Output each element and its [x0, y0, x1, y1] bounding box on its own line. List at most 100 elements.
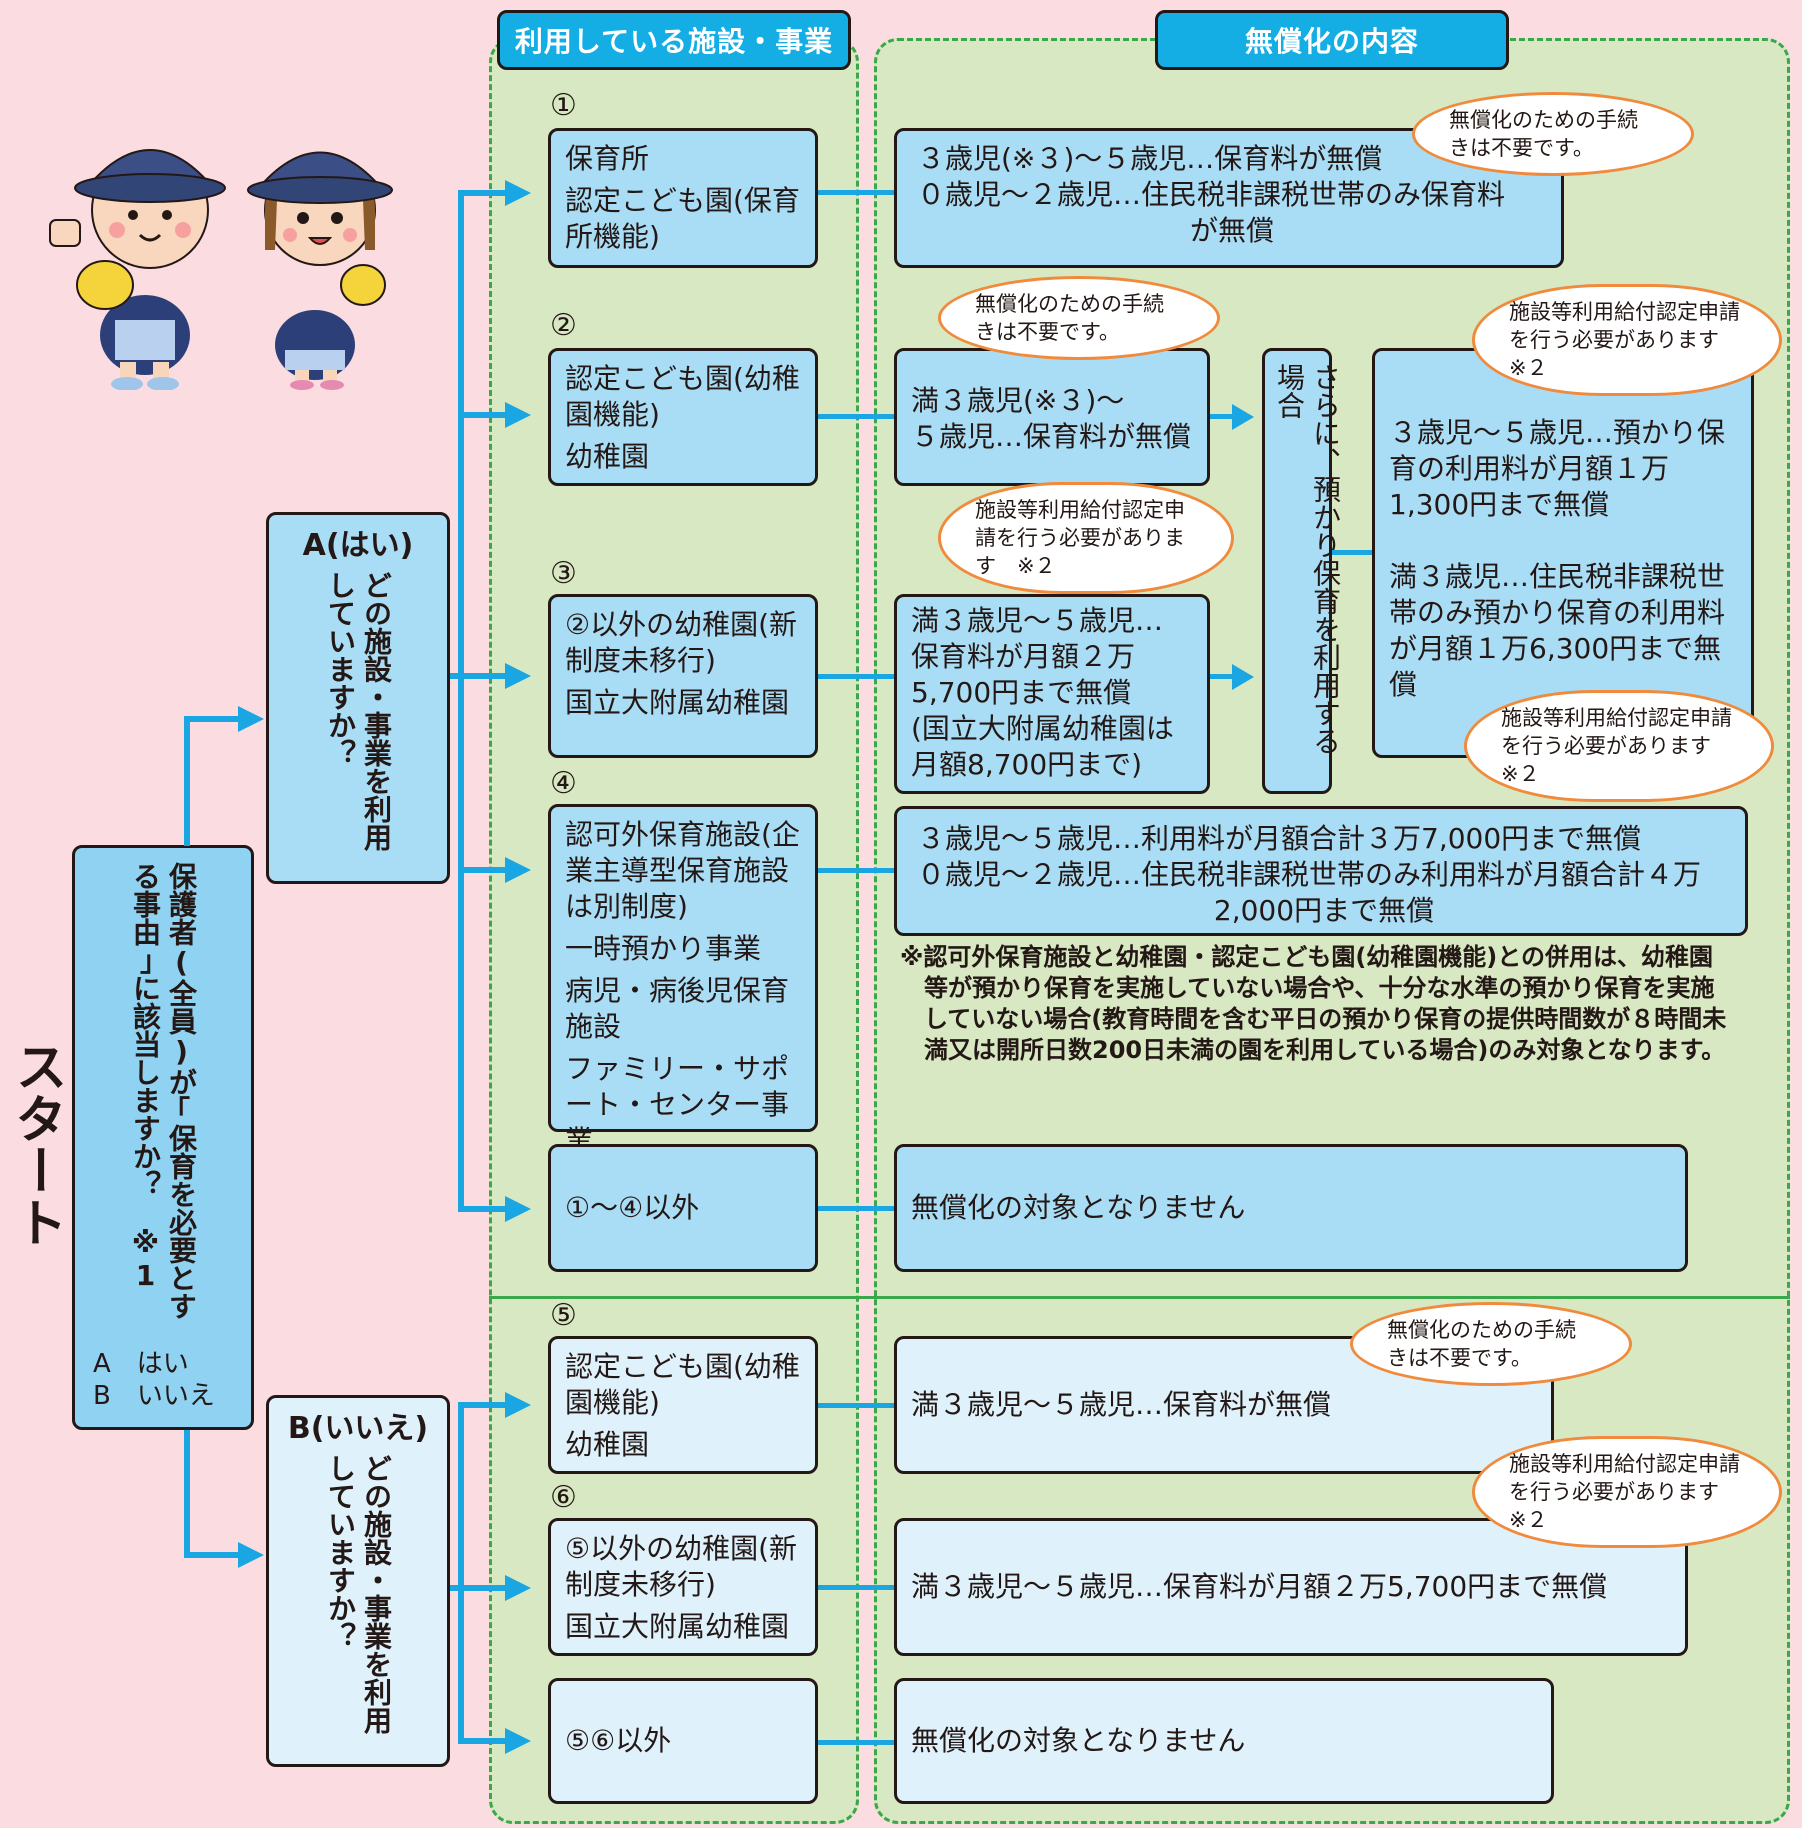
facility-box-other-b: ⑤⑥以外	[548, 1678, 818, 1804]
link-row2	[818, 414, 896, 419]
connector-q-down	[184, 1430, 190, 1558]
link-row3	[818, 674, 896, 679]
connector-a-out	[450, 673, 464, 679]
connector-b-1	[458, 1402, 506, 1408]
connector-b-out	[450, 1585, 464, 1591]
arrow-row4	[505, 857, 531, 883]
row-number-6: ⑥	[550, 1480, 577, 1515]
facility-box-other-a: ①～④以外	[548, 1144, 818, 1272]
option-a: A はい	[93, 1349, 189, 1379]
bubble-apply-1: 施設等利用給付認定申請を行う必要があります ※２	[1472, 284, 1782, 396]
arrow-to-b	[238, 1542, 264, 1568]
content-line: 満３歳児～５歳児…	[911, 604, 1164, 637]
branch-b-title: B(いいえ)	[287, 1411, 429, 1446]
arrow-row8	[505, 1728, 531, 1754]
facilities-header: 利用している施設・事業	[497, 10, 851, 70]
link-row6	[818, 1403, 896, 1408]
azukari-box: ３歳児～５歳児…預かり保育の利用料が月額１万1,300円まで無償 満３歳児…住民…	[1372, 348, 1754, 758]
content-line: が無償	[1189, 214, 1274, 247]
facility-text: ①～④以外	[565, 1191, 700, 1224]
row-number-2: ②	[550, 308, 577, 343]
content-header: 無償化の内容	[1155, 10, 1509, 70]
connector-q-up	[184, 716, 190, 846]
connector-a-2	[458, 412, 506, 418]
bubble-no-procedure-1: 無償化のための手続きは不要です。	[1412, 92, 1694, 176]
connector-a-1	[458, 190, 506, 196]
arrow-row2	[505, 402, 531, 428]
question-box: 保護者(全員)が｢保育を必要とする事由｣に該当しますか？ ※1 A はい B い…	[72, 845, 254, 1430]
further-box: さらに、預かり保育を利用する場合	[1262, 348, 1342, 794]
facility-box-2: 認定こども園(幼稚園機能) 幼稚園	[548, 348, 818, 486]
content-box-2: 満３歳児(※３)～ ５歳児…保育料が無償	[894, 348, 1210, 486]
link-row2-further	[1210, 414, 1246, 419]
branch-a-question: どの施設・事業を利用していますか？	[324, 571, 393, 851]
start-label: スタート	[6, 1040, 66, 1248]
content-line: 5,700円まで無償	[911, 676, 1132, 709]
connector-q-a	[184, 716, 240, 722]
content-box-4: ３歳児～５歳児…利用料が月額合計３万7,000円まで無償 ０歳児～２歳児…住民税…	[894, 806, 1748, 936]
content-line: ３歳児(※３)～５歳児…保育料が無償	[917, 142, 1383, 175]
footnote: ※認可外保育施設と幼稚園・認定こども園(幼稚園機能)との併用は、幼稚園等が預かり…	[900, 943, 1727, 1064]
facility-text: 幼稚園	[565, 1428, 650, 1461]
connector-a-3	[458, 673, 506, 679]
facility-text: 認定こども園(保育所機能)	[565, 184, 800, 253]
arrow-row3	[505, 663, 531, 689]
branch-b-box: B(いいえ) どの施設・事業を利用していますか？	[266, 1395, 450, 1767]
content-line: 満３歳児～５歳児…保育料が無償	[911, 1388, 1332, 1421]
content-line: 満３歳児～５歳児…保育料が月額２万5,700円まで無償	[911, 1570, 1608, 1603]
panel-divider	[489, 1296, 1790, 1299]
row-number-4: ④	[550, 766, 577, 801]
link-row4	[818, 868, 896, 873]
content-line: 満３歳児(※３)～	[911, 384, 1125, 417]
option-b: B いいえ	[93, 1381, 215, 1411]
content-line: ０歳児～２歳児…住民税非課税世帯のみ保育料	[917, 178, 1506, 211]
link-row8	[818, 1740, 896, 1745]
link-row5	[818, 1206, 896, 1211]
connector-b-trunk	[458, 1402, 464, 1742]
bubble-no-procedure-2: 無償化のための手続きは不要です。	[938, 276, 1220, 360]
facility-text: ⑤⑥以外	[565, 1724, 672, 1757]
content-line: 2,000円まで無償	[1213, 894, 1435, 927]
content-line: ０歳児～２歳児…住民税非課税世帯のみ利用料が月額合計４万	[917, 858, 1702, 891]
content-line: 月額8,700円まで)	[911, 748, 1143, 781]
children-illustration	[49, 149, 393, 390]
facility-text: ⑤以外の幼稚園(新制度未移行)	[565, 1532, 798, 1601]
bubble-apply-2: 施設等利用給付認定申請を行う必要があります ※２	[938, 482, 1234, 594]
branch-a-title: A(はい)	[302, 528, 414, 563]
link-further-azukari	[1332, 550, 1374, 555]
content-line: ５歳児…保育料が無償	[911, 420, 1192, 453]
connector-b-3	[458, 1738, 506, 1744]
question-text: 保護者(全員)が｢保育を必要とする事由｣に該当しますか？ ※1	[129, 862, 198, 1320]
arrow-row7	[505, 1575, 531, 1601]
arrow-row1	[505, 180, 531, 206]
connector-a-4	[458, 867, 506, 873]
link-row3-further	[1210, 674, 1246, 679]
arrow-row6	[505, 1392, 531, 1418]
arrow-to-a	[238, 706, 264, 732]
link-row1	[818, 190, 896, 195]
facility-box-4: 認可外保育施設(企業主導型保育施設は別制度) 一時預かり事業 病児・病後児保育施…	[548, 804, 818, 1157]
content-box-other-b: 無償化の対象となりません	[894, 1678, 1554, 1804]
facility-text: 認可外保育施設(企業主導型保育施設は別制度)	[565, 818, 800, 923]
connector-q-b	[184, 1552, 240, 1558]
link-row7	[818, 1585, 896, 1590]
row-number-3: ③	[550, 556, 577, 591]
bubble-apply-4: 施設等利用給付認定申請を行う必要があります ※２	[1472, 1436, 1782, 1548]
facility-text: 認定こども園(幼稚園機能)	[565, 362, 800, 431]
facility-text: 国立大附属幼稚園	[565, 686, 790, 719]
facility-text: ②以外の幼稚園(新制度未移行)	[565, 608, 798, 677]
facility-text: 認定こども園(幼稚園機能)	[565, 1350, 800, 1419]
content-line: (国立大附属幼稚園は	[911, 712, 1174, 745]
content-box-3: 満３歳児～５歳児… 保育料が月額２万 5,700円まで無償 (国立大附属幼稚園は…	[894, 594, 1210, 794]
boy-figure	[49, 149, 226, 390]
branch-a-box: A(はい) どの施設・事業を利用していますか？	[266, 512, 450, 884]
connector-a-5	[458, 1206, 506, 1212]
facility-box-1: 保育所 認定こども園(保育所機能)	[548, 128, 818, 268]
connector-a-trunk	[458, 190, 464, 1212]
arrow-further-2	[1232, 664, 1254, 690]
arrow-row5	[505, 1196, 531, 1222]
further-label: さらに、預かり保育を利用する場合	[1273, 363, 1342, 755]
row-number-1: ①	[550, 88, 577, 123]
arrow-further-1	[1232, 404, 1254, 430]
branch-b-question: どの施設・事業を利用していますか？	[324, 1454, 393, 1734]
